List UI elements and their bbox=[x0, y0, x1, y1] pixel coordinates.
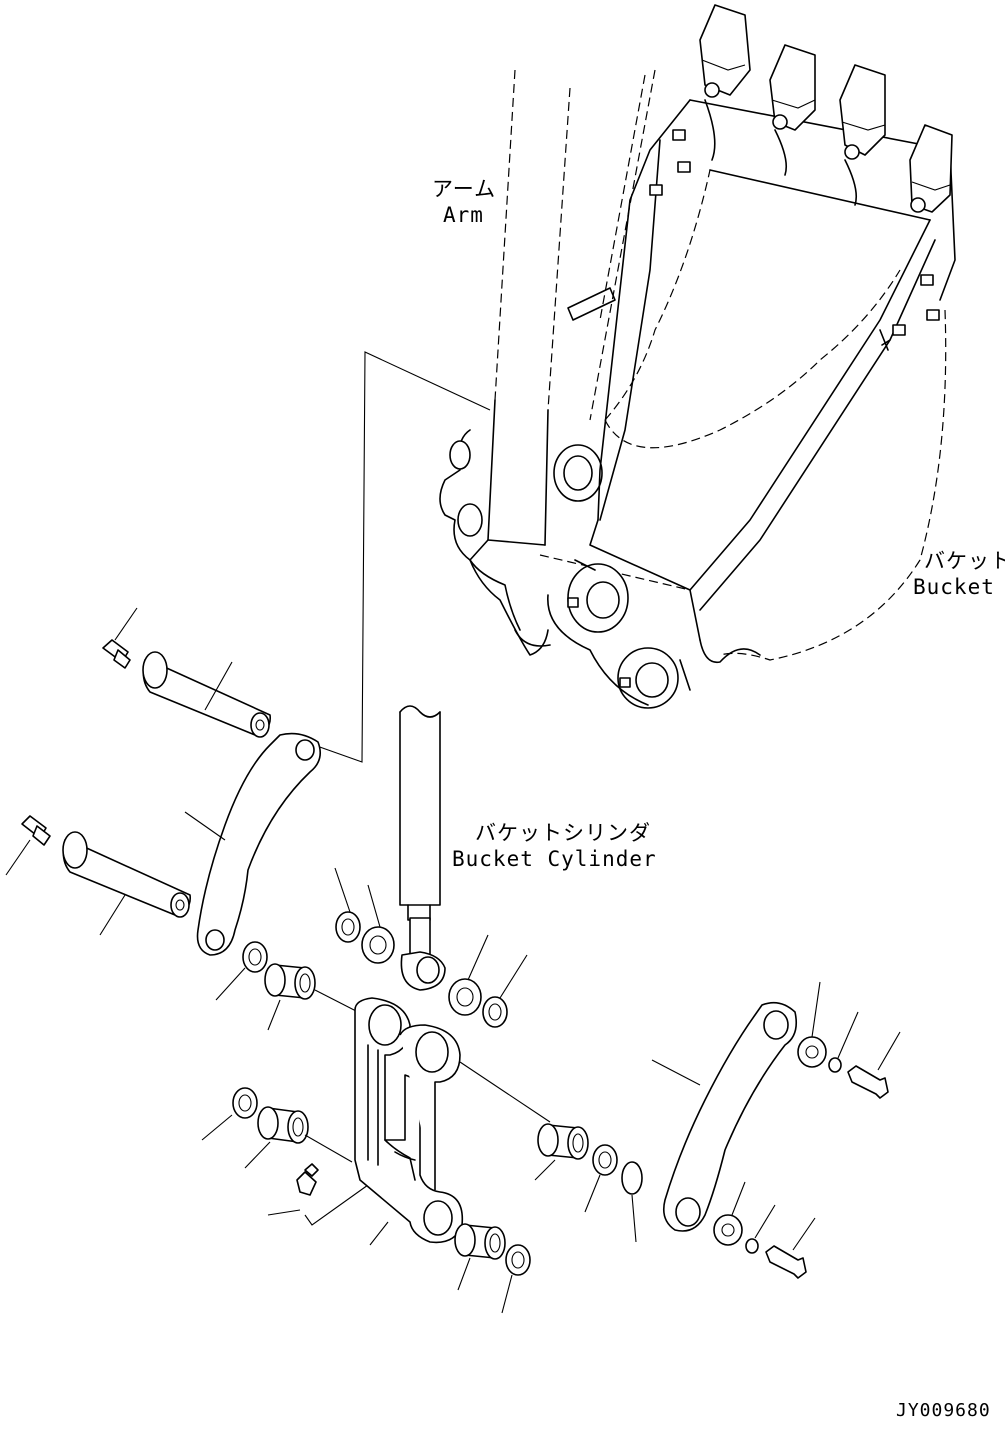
bucket-teeth bbox=[699, 4, 953, 213]
grease-fitting-3 bbox=[267, 1163, 376, 1226]
right-link bbox=[651, 1001, 798, 1232]
right-link-hardware-lower bbox=[713, 1181, 816, 1279]
bucket bbox=[539, 4, 956, 709]
grease-fitting-2 bbox=[5, 815, 51, 876]
seal-ring-right-lower bbox=[501, 1244, 531, 1314]
label-bucket-ja: バケット bbox=[924, 549, 1005, 573]
thrust-washer-right bbox=[621, 1161, 643, 1243]
bucket-cylinder-rod bbox=[399, 705, 446, 991]
bucket-side-bolts bbox=[567, 129, 940, 351]
label-arm-ja: アーム bbox=[432, 177, 497, 201]
arm bbox=[439, 69, 656, 656]
center-yoke bbox=[354, 997, 551, 1246]
drawing-number: JY009680 bbox=[896, 1400, 991, 1421]
arm-boss bbox=[553, 444, 603, 502]
bushing-right-upper bbox=[534, 1123, 589, 1181]
label-cylinder-ja: バケットシリンダ bbox=[475, 821, 651, 845]
bushing-left-upper bbox=[264, 963, 359, 1031]
left-link bbox=[184, 732, 321, 956]
bushing-right-lower bbox=[454, 1223, 506, 1291]
cylinder-washers bbox=[334, 867, 528, 1028]
pin-upper bbox=[142, 651, 272, 738]
pin-lower bbox=[62, 831, 192, 936]
right-link-hardware-upper bbox=[797, 981, 901, 1099]
seal-ring-right-upper bbox=[584, 1144, 618, 1213]
leader-arm-link bbox=[299, 351, 491, 763]
label-arm-en: Arm bbox=[443, 203, 484, 227]
seal-ring-left-upper bbox=[215, 941, 268, 1001]
bushing-left-lower bbox=[244, 1106, 353, 1169]
label-cylinder-en: Bucket Cylinder bbox=[452, 847, 657, 871]
grease-fitting-1 bbox=[102, 607, 138, 669]
seal-ring-left-lower bbox=[201, 1087, 258, 1141]
label-bucket-en: Bucket bbox=[913, 575, 995, 599]
